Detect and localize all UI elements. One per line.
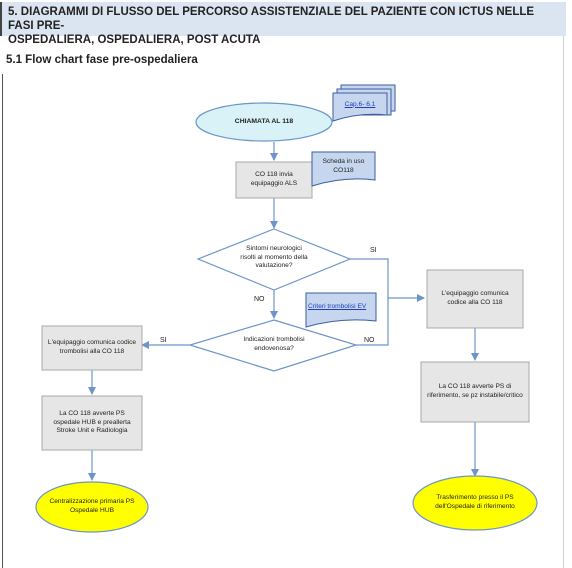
connector-trombolisi-no bbox=[356, 298, 389, 346]
start-ellipse bbox=[195, 102, 333, 142]
scheda-note bbox=[311, 151, 376, 187]
decision-sintomi-text: Sintomi neurologici risolti al momento d… bbox=[240, 245, 308, 270]
decision-trombolisi-text: Indicazioni trombolisi endovenosa? bbox=[243, 336, 305, 352]
label-si-sintomi: SI bbox=[370, 247, 377, 254]
label-no-trombolisi: NO bbox=[364, 337, 375, 344]
decision-sintomi bbox=[196, 228, 352, 291]
decision-trombolisi bbox=[187, 319, 359, 372]
section-header: 5. DIAGRAMMI DI FLUSSO DEL PERCORSO ASSI… bbox=[0, 2, 566, 46]
right-avverte-text: La CO 118 avverte PS di riferimento, se … bbox=[427, 383, 523, 399]
co118-box bbox=[235, 161, 313, 199]
left-comm-box bbox=[41, 325, 143, 371]
right-end-ellipse bbox=[412, 475, 538, 531]
right-comm-box bbox=[426, 269, 524, 329]
subsection-title: 5.1 Flow chart fase pre-ospedaliera bbox=[6, 54, 198, 66]
cap-reference-stack bbox=[332, 84, 396, 122]
criteri-link[interactable]: Criteri trombolisi EV bbox=[308, 302, 367, 310]
co118-node-text: CO 118 invia equipaggio ALS bbox=[250, 171, 298, 187]
left-end-text: Centralizzazione primaria PS Ospedale HU… bbox=[49, 498, 135, 514]
right-comm-text: L'equipaggio comunica codice alla CO 118 bbox=[441, 290, 509, 306]
section-title-line-2: OSPEDALIERA, OSPEDALIERA, POST ACUTA bbox=[8, 34, 261, 46]
left-end-ellipse bbox=[35, 481, 149, 533]
left-avverte-text: La CO 118 avverte PS ospedale HUB e prea… bbox=[53, 410, 131, 435]
right-end-text: Trasferimento presso il PS dell'Ospedale… bbox=[435, 494, 515, 510]
page-edge-rule bbox=[563, 36, 564, 568]
scheda-note-text: Scheda in uso CO118 bbox=[322, 158, 365, 174]
right-avverte-box bbox=[420, 361, 530, 423]
cap-reference-link[interactable]: Cap.6- 6.1 bbox=[344, 100, 376, 108]
label-no-sintomi: NO bbox=[254, 296, 265, 303]
flow-connectors bbox=[88, 142, 479, 481]
page-margin-rule bbox=[2, 74, 3, 568]
section-title-line-1: 5. DIAGRAMMI DI FLUSSO DEL PERCORSO ASSI… bbox=[8, 6, 535, 32]
connector-sintomi-si bbox=[350, 258, 425, 302]
left-avverte-box bbox=[41, 395, 143, 451]
label-si-trombolisi: SI bbox=[160, 337, 167, 344]
start-node-text: CHIAMATA AL 118 bbox=[234, 117, 294, 125]
left-comm-text: L'equipaggio comunica codice trombolisi … bbox=[47, 339, 137, 355]
criteri-note bbox=[305, 292, 377, 328]
